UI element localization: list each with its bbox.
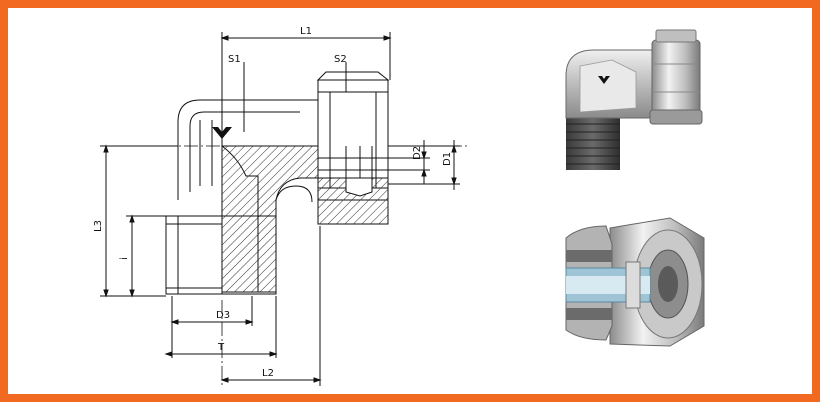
label-i: i: [119, 257, 130, 260]
technical-drawing: [100, 32, 470, 386]
label-S2: S2: [334, 54, 347, 65]
fitting-3d-render: [565, 29, 703, 170]
label-D2: D2: [412, 146, 423, 160]
label-L3: L3: [93, 220, 104, 232]
label-D1: D1: [442, 152, 453, 166]
label-L2: L2: [262, 368, 274, 379]
label-T: T: [217, 342, 225, 353]
label-D3: D3: [216, 310, 230, 321]
dimension-labels: L1 S1 S2 L3 i D3 T L2 D2 D1: [93, 26, 453, 379]
label-S1: S1: [228, 54, 241, 65]
fitting-cutaway-render: [565, 217, 705, 347]
label-L1: L1: [300, 26, 312, 37]
